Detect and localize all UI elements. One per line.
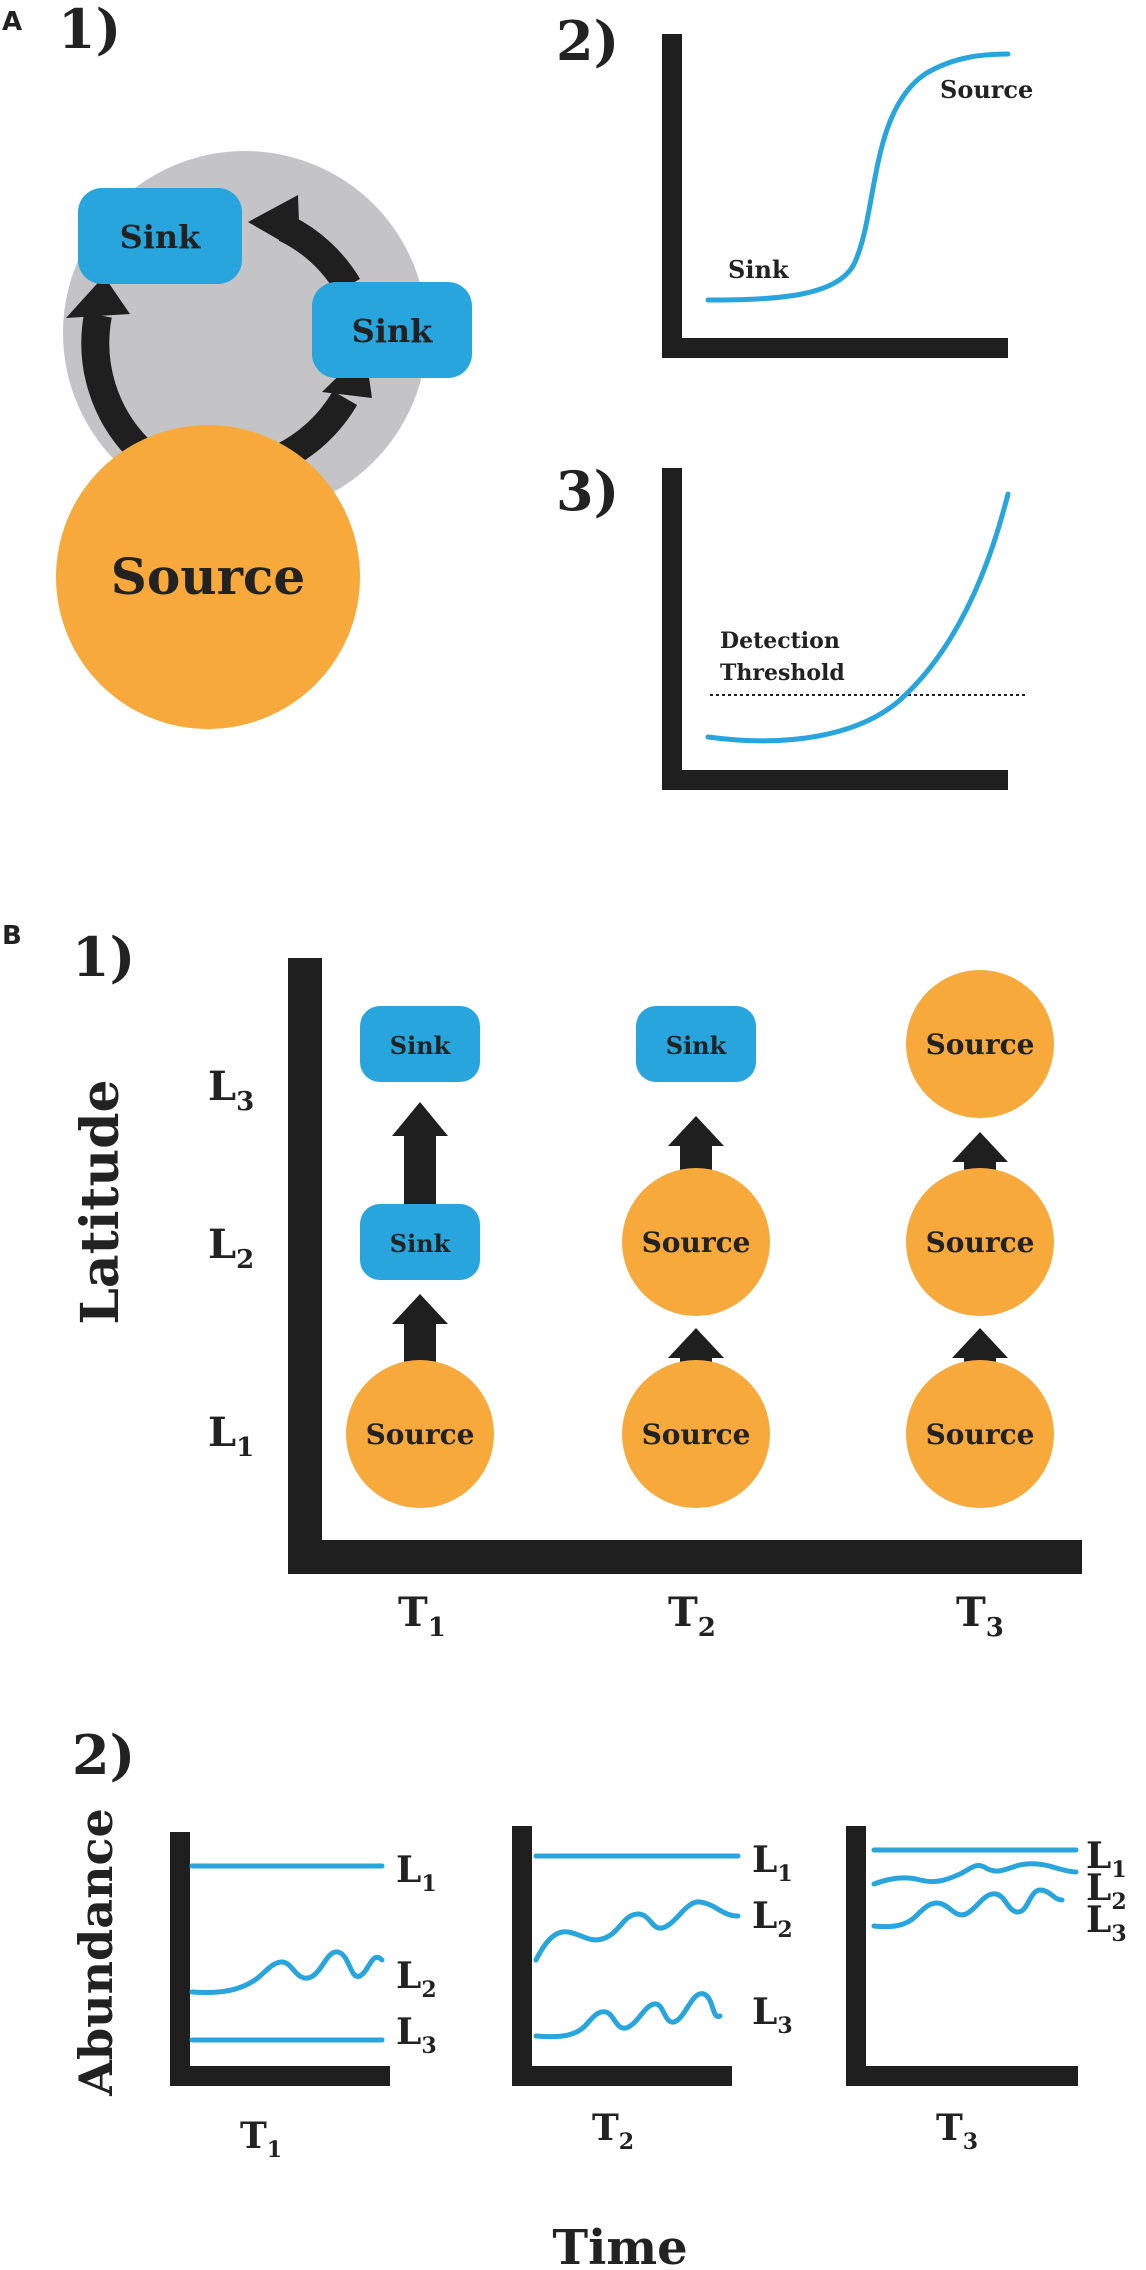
threshold-label-line2: Threshold bbox=[720, 660, 845, 686]
plot-t1-label-l3: L3 bbox=[396, 2011, 437, 2059]
time-tick-t3: T3 bbox=[956, 1589, 1004, 1643]
a2-sigmoid-curve bbox=[705, 51, 1011, 303]
node-sink-t1-l3 bbox=[360, 1006, 480, 1082]
arrow-t3-l1-l2-head bbox=[952, 1328, 1008, 1358]
plot-t2-label-l3: L3 bbox=[752, 1991, 793, 2039]
source-circle bbox=[56, 425, 360, 729]
plot-t3-y-axis bbox=[846, 1826, 866, 2086]
sink-label-right: Sink bbox=[352, 312, 434, 350]
node-label-t3-l2: Source bbox=[926, 1226, 1035, 1259]
abundance-plot-t1: L1 L2 L3 T1 bbox=[170, 1832, 437, 2163]
node-source-t3-l2 bbox=[906, 1168, 1054, 1316]
source-label: Source bbox=[111, 547, 305, 606]
node-label-t2-l3: Sink bbox=[666, 1031, 728, 1060]
panel-a-letter: A bbox=[2, 7, 22, 37]
plot-t3-time-label: T3 bbox=[936, 2107, 978, 2155]
panel-a1-number: 1) bbox=[58, 0, 121, 61]
a2-source-label: Source bbox=[940, 75, 1033, 104]
plot-t1-line-l2 bbox=[189, 1949, 385, 1995]
plot-t2-line-l2 bbox=[533, 1899, 741, 1963]
a3-x-axis bbox=[662, 770, 1008, 790]
plot-t3-label-l3: L3 bbox=[1086, 1899, 1127, 1947]
threshold-label-line1: Detection bbox=[720, 628, 840, 654]
latitude-tick-l3: L3 bbox=[208, 1063, 254, 1117]
panel-a2-number: 2) bbox=[556, 9, 619, 73]
a3-y-axis bbox=[662, 468, 682, 790]
arrow-t1-l2-l3-head bbox=[392, 1102, 448, 1136]
time-tick-labels: T1 T2 T3 bbox=[398, 1589, 1004, 1643]
plot-t2-line-l3 bbox=[533, 1991, 723, 2040]
b1-x-axis bbox=[288, 1540, 1082, 1574]
a3-exponential-curve bbox=[705, 491, 1011, 744]
arrow-t1-l1-l2-shaft bbox=[404, 1318, 436, 1362]
b1-migration-arrows bbox=[392, 1102, 1008, 1378]
a2-y-axis bbox=[662, 34, 682, 358]
plot-t3-label-l1: L1 bbox=[1086, 1835, 1127, 1883]
abundance-plot-t2: L1 L2 L3 T2 bbox=[512, 1826, 793, 2155]
plot-t3-line-l3 bbox=[871, 1887, 1065, 1930]
node-sink-t1-l2 bbox=[360, 1204, 480, 1280]
plot-t1-y-axis bbox=[170, 1832, 190, 2086]
latitude-tick-l2: L2 bbox=[208, 1221, 254, 1275]
arrowhead-top-sink bbox=[66, 276, 130, 318]
plot-t2-label-l2: L2 bbox=[752, 1895, 793, 1943]
b1-y-axis bbox=[288, 958, 322, 1574]
node-label-t2-l1: Source bbox=[642, 1418, 751, 1451]
latitude-tick-l1: L1 bbox=[208, 1409, 254, 1463]
arrow-t1-l2-l3-shaft bbox=[404, 1130, 436, 1212]
arrow-t2-l2-l3-head bbox=[668, 1116, 724, 1146]
panel-b-letter: B bbox=[2, 921, 22, 951]
plot-t3-x-axis bbox=[846, 2066, 1078, 2086]
panel-a3-number: 3) bbox=[556, 459, 619, 523]
node-label-t1-l2: Sink bbox=[390, 1229, 452, 1258]
sink-box-right bbox=[312, 282, 472, 378]
latitude-tick-labels: L3 L2 L1 bbox=[208, 1063, 254, 1463]
plot-t1-label-l1: L1 bbox=[396, 1849, 437, 1897]
node-label-t3-l3: Source bbox=[926, 1028, 1035, 1061]
plot-t2-label-l1: L1 bbox=[752, 1839, 793, 1887]
node-source-t3-l1 bbox=[906, 1360, 1054, 1508]
arrow-t3-l2-l3-head bbox=[952, 1132, 1008, 1162]
latitude-axis-label: Latitude bbox=[70, 1079, 131, 1324]
abundance-plot-t3: L1 L2 L3 T3 bbox=[846, 1826, 1127, 2155]
node-label-t2-l2: Source bbox=[642, 1226, 751, 1259]
a2-x-axis bbox=[662, 338, 1008, 358]
node-source-t2-l2 bbox=[622, 1168, 770, 1316]
arrow-source-to-top-sink bbox=[81, 312, 151, 460]
node-label-t1-l3: Sink bbox=[390, 1031, 452, 1060]
plot-t2-time-label: T2 bbox=[592, 2107, 634, 2155]
node-source-t2-l1 bbox=[622, 1360, 770, 1508]
node-source-t3-l3 bbox=[906, 970, 1054, 1118]
time-tick-t2: T2 bbox=[668, 1589, 716, 1643]
sink-box-top bbox=[78, 188, 242, 284]
panel-b2-number: 2) bbox=[72, 1723, 135, 1787]
arrow-t2-l1-l2-head bbox=[668, 1328, 724, 1358]
node-source-t1-l1 bbox=[346, 1360, 494, 1508]
plot-t1-label-l2: L2 bbox=[396, 1955, 437, 2003]
plot-t1-x-axis bbox=[170, 2066, 390, 2086]
a2-sink-label: Sink bbox=[728, 255, 790, 284]
b1-population-grid: SourceSinkSinkSourceSourceSinkSourceSour… bbox=[346, 970, 1054, 1508]
node-label-t3-l1: Source bbox=[926, 1418, 1035, 1451]
plot-t3-label-l2: L2 bbox=[1086, 1867, 1127, 1915]
abundance-axis-label: Abundance bbox=[69, 1808, 123, 2096]
plot-t2-y-axis bbox=[512, 1826, 532, 2086]
time-axis-label: Time bbox=[552, 2220, 687, 2270]
plot-t1-time-label: T1 bbox=[240, 2115, 282, 2163]
arrowhead-top-sink-right bbox=[248, 195, 300, 252]
source-sink-cycle: Sink Sink Source bbox=[56, 151, 472, 729]
node-label-t1-l1: Source bbox=[366, 1418, 475, 1451]
time-tick-t1: T1 bbox=[398, 1589, 446, 1643]
node-sink-t2-l3 bbox=[636, 1006, 756, 1082]
sink-label-top: Sink bbox=[120, 218, 202, 256]
panel-b1-number: 1) bbox=[72, 925, 135, 989]
plot-t3-line-l2 bbox=[871, 1861, 1079, 1887]
plot-t2-x-axis bbox=[512, 2066, 732, 2086]
arrow-t1-l1-l2-head bbox=[392, 1294, 448, 1324]
